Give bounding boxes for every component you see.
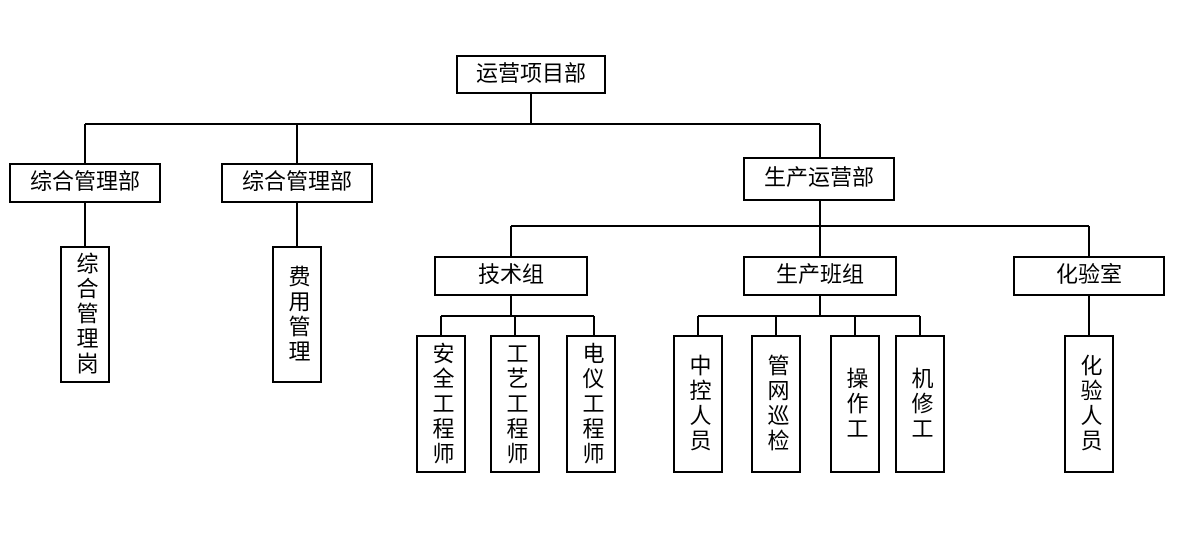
role-mechanic-node: 机修工 (895, 335, 945, 473)
post-general-label: 综合管理岗 (72, 252, 98, 377)
role-ei-engineer-label: 电仪工程师 (578, 341, 604, 467)
role-safety-engineer-node: 安全工程师 (416, 335, 466, 473)
dept-general-1-node: 综合管理部 (9, 163, 161, 203)
dept-general-1-label: 综合管理部 (29, 170, 140, 195)
dept-general-2-label: 综合管理部 (241, 170, 352, 195)
dept-production-node: 生产运营部 (743, 157, 895, 201)
role-operator-node: 操作工 (830, 335, 880, 473)
role-pipeline-patrol-node: 管网巡检 (751, 335, 801, 473)
role-process-engineer-label: 工艺工程师 (502, 341, 528, 467)
post-general-node: 综合管理岗 (60, 246, 110, 383)
post-expense-node: 费用管理 (272, 246, 322, 383)
tech-group-node: 技术组 (434, 256, 588, 296)
lab-label: 化验室 (1055, 263, 1122, 288)
role-mechanic-label: 机修工 (907, 366, 933, 442)
root-node: 运营项目部 (456, 55, 606, 94)
role-operator-label: 操作工 (842, 366, 868, 442)
role-pipeline-patrol-label: 管网巡检 (763, 354, 789, 454)
role-control-room-node: 中控人员 (673, 335, 723, 473)
role-safety-engineer-label: 安全工程师 (428, 341, 454, 467)
role-lab-staff-label: 化验人员 (1076, 354, 1102, 454)
role-control-room-label: 中控人员 (685, 354, 711, 454)
role-process-engineer-node: 工艺工程师 (490, 335, 540, 473)
root-label: 运营项目部 (475, 61, 586, 87)
dept-production-label: 生产运营部 (763, 166, 874, 191)
post-expense-label: 费用管理 (284, 264, 310, 365)
role-lab-staff-node: 化验人员 (1064, 335, 1114, 473)
dept-general-2-node: 综合管理部 (221, 163, 373, 203)
production-team-node: 生产班组 (743, 256, 897, 296)
tech-group-label: 技术组 (477, 263, 544, 288)
lab-node: 化验室 (1013, 256, 1165, 296)
role-ei-engineer-node: 电仪工程师 (566, 335, 616, 473)
production-team-label: 生产班组 (775, 263, 864, 288)
